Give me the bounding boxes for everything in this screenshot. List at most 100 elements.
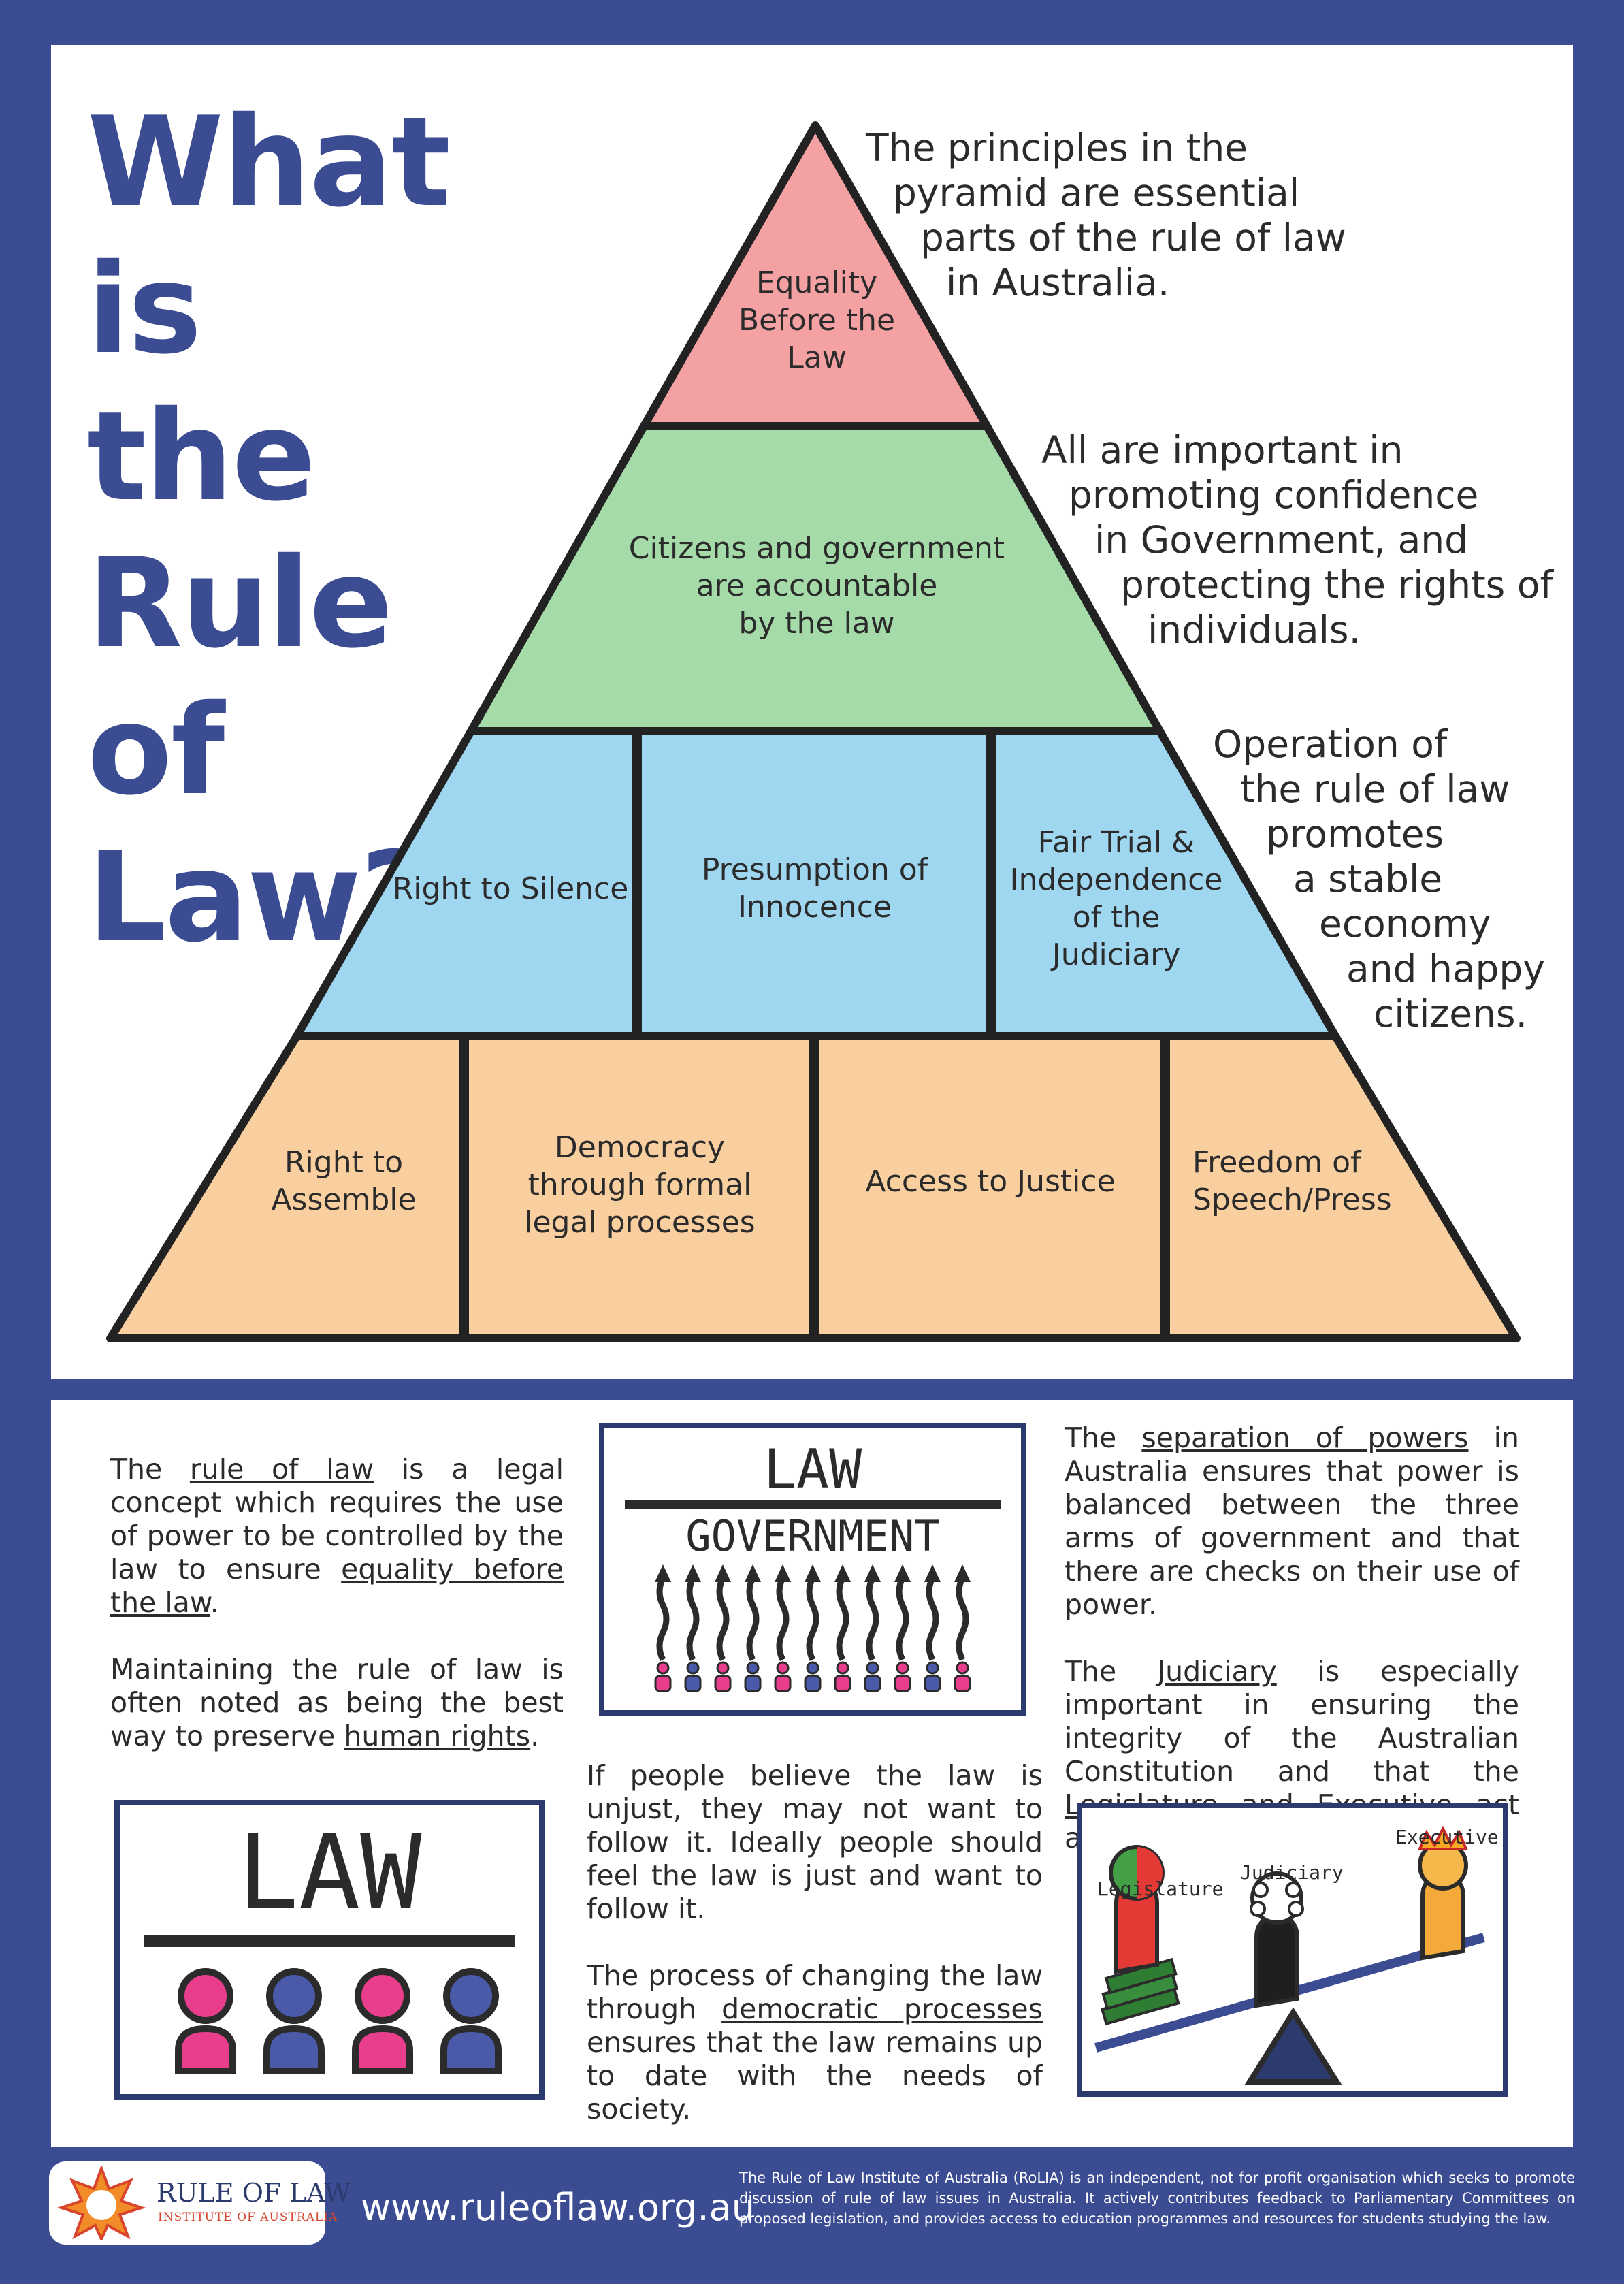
tier-1-line: Law bbox=[787, 340, 847, 375]
tier-4-freedom-of-speech: Freedom of Speech/Press bbox=[1172, 1130, 1392, 1232]
text-run: The bbox=[110, 1453, 190, 1485]
tier-3-line: Independence bbox=[1009, 863, 1223, 897]
text-run: . bbox=[210, 1586, 219, 1619]
citizens-row-icon bbox=[654, 1661, 971, 1692]
separation-of-powers-link[interactable]: separation of powers bbox=[1141, 1421, 1469, 1454]
legislature-figure-icon bbox=[1100, 1845, 1180, 2026]
rolia-logo[interactable]: RULE OF LAW INSTITUTE OF AUSTRALIA bbox=[49, 2161, 351, 2245]
democratic-processes-link[interactable]: democratic processes bbox=[721, 1993, 1043, 2025]
equality-before-the-law-link[interactable]: equality before the law bbox=[110, 1553, 564, 1619]
human-rights-link[interactable]: human rights bbox=[344, 1720, 531, 1752]
side-note-2: All are important in promoting confidenc… bbox=[1041, 428, 1553, 652]
organisation-description: The Rule of Law Institute of Australia (… bbox=[739, 2170, 1575, 2227]
logo-subtitle: INSTITUTE OF AUSTRALIA bbox=[158, 2210, 338, 2224]
arrow-shaft bbox=[866, 1574, 879, 1662]
tier-3-line: Judiciary bbox=[1052, 937, 1181, 972]
judiciary-link[interactable]: Judiciary bbox=[1157, 1655, 1277, 1688]
left-paragraph-1: The rule of law is a legal concept which… bbox=[110, 1453, 564, 1620]
tier-4-access-to-justice: Access to Justice bbox=[824, 1144, 1157, 1219]
side-note-line: a stable bbox=[1293, 857, 1443, 901]
right-paragraph-1: The separation of powers in Australia en… bbox=[1065, 1421, 1519, 1622]
arrow-head-icon bbox=[834, 1564, 851, 1582]
arrow-shaft bbox=[956, 1574, 969, 1662]
arrow-head-icon bbox=[655, 1564, 671, 1582]
side-note-line: The principles in the bbox=[866, 126, 1248, 170]
star-logo-icon bbox=[57, 2166, 146, 2240]
fulcrum-icon bbox=[1244, 2007, 1342, 2085]
side-note-line: citizens. bbox=[1374, 992, 1528, 1035]
arrow-head-icon bbox=[894, 1564, 911, 1582]
person-icon bbox=[175, 1968, 236, 2074]
text-run: The bbox=[1065, 1421, 1142, 1454]
tier-2-label: Citizens and government are accountable … bbox=[558, 524, 1075, 647]
text-run: is especially important in ensuring the … bbox=[1065, 1655, 1519, 1788]
title-line-1: What is bbox=[87, 90, 451, 381]
person-icon bbox=[263, 1968, 325, 2074]
seesaw-graphic: Legislature Judiciary Executive bbox=[1094, 1825, 1499, 2085]
tier-3-line: Innocence bbox=[737, 890, 892, 924]
text-run: The bbox=[1065, 1655, 1158, 1688]
side-note-line: in Government, and bbox=[1094, 518, 1469, 562]
side-note-line: promoting confidence bbox=[1069, 473, 1479, 517]
tier-3-right-to-silence: Right to Silence bbox=[388, 844, 633, 933]
text-run: The process of changing the law through bbox=[587, 1959, 1043, 2025]
tier-1-label: Equality Before the Law bbox=[687, 259, 946, 381]
text-run: . bbox=[530, 1720, 540, 1752]
arrow-shaft bbox=[746, 1574, 760, 1662]
person-icon bbox=[894, 1661, 911, 1692]
judiciary-figure-icon bbox=[1250, 1871, 1304, 2008]
tier-1-line: Before the bbox=[738, 302, 896, 338]
tier-4-right-to-assemble: Right to Assemble bbox=[231, 1130, 456, 1232]
arrow-shaft bbox=[896, 1574, 909, 1662]
arrow-shaft bbox=[836, 1574, 849, 1662]
text-run: ensures that the law remains up to date … bbox=[587, 2026, 1043, 2125]
side-note-3: Operation of the rule of law promotes a … bbox=[1213, 722, 1545, 1036]
arrow-shaft bbox=[656, 1574, 670, 1662]
side-note-line: economy bbox=[1319, 902, 1491, 946]
left-paragraph-2: Maintaining the rule of law is often not… bbox=[110, 1653, 564, 1753]
judiciary-label: Judiciary bbox=[1240, 1861, 1344, 1884]
tier-3-line: Presumption of bbox=[701, 852, 928, 887]
page-title: What is the Rule of Law? bbox=[87, 89, 604, 971]
text-run: is a legal concept which requires the us… bbox=[110, 1453, 564, 1586]
title-line-2: the Rule bbox=[87, 384, 393, 675]
person-icon bbox=[954, 1661, 971, 1692]
rule-of-law-link[interactable]: rule of law bbox=[189, 1453, 374, 1485]
website-link[interactable]: www.ruleoflaw.org.au bbox=[361, 2186, 755, 2229]
arrow-shaft bbox=[926, 1574, 939, 1662]
tier-4-democracy: Democracy through formal legal processes bbox=[476, 1123, 803, 1246]
law-word: LAW bbox=[764, 1438, 862, 1501]
tier-2-line: Citizens and government bbox=[628, 530, 1005, 566]
law-government-illustration: LAW GOVERNMENT bbox=[599, 1423, 1026, 1716]
arrow-head-icon bbox=[954, 1564, 971, 1582]
law-word: LAW bbox=[238, 1814, 423, 1932]
middle-paragraph-2: The process of changing the law through … bbox=[587, 1959, 1043, 2126]
tier-3-presumption-of-innocence: Presumption of Innocence bbox=[647, 837, 983, 939]
arrow-shaft bbox=[716, 1574, 730, 1662]
tier-4-line: Democracy bbox=[554, 1129, 726, 1165]
arrow-head-icon bbox=[864, 1564, 881, 1582]
tier-4-line: through formal bbox=[527, 1167, 752, 1202]
tier-4-line: Right to bbox=[284, 1145, 404, 1180]
crown-icon bbox=[1418, 1825, 1468, 1850]
side-note-line: and happy bbox=[1346, 947, 1545, 991]
arrow-head-icon bbox=[715, 1564, 731, 1582]
arrow-head-icon bbox=[805, 1564, 821, 1582]
side-note-line: promotes bbox=[1266, 812, 1444, 856]
arrow-shaft bbox=[806, 1574, 819, 1662]
person-icon bbox=[714, 1661, 732, 1692]
person-icon bbox=[774, 1661, 792, 1692]
tier-3-line: of the bbox=[1072, 900, 1160, 935]
text-run: If people believe the law is unjust, the… bbox=[587, 1759, 1043, 1925]
arrow-shaft bbox=[776, 1574, 790, 1662]
tier-4-line: legal processes bbox=[524, 1204, 756, 1240]
tier-4-line: Access to Justice bbox=[865, 1163, 1116, 1199]
law-government-graphic: LAW GOVERNMENT bbox=[625, 1438, 1001, 1692]
middle-column-text: If people believe the law is unjust, the… bbox=[587, 1759, 1043, 2159]
middle-paragraph-1: If people believe the law is unjust, the… bbox=[587, 1759, 1043, 1926]
tier-3-fair-trial: Fair Trial & Independence of the Judicia… bbox=[1001, 817, 1232, 980]
person-icon bbox=[654, 1661, 672, 1692]
person-icon bbox=[684, 1661, 702, 1692]
tier-2-line: by the law bbox=[738, 605, 895, 641]
upward-arrows-icon bbox=[655, 1564, 971, 1662]
